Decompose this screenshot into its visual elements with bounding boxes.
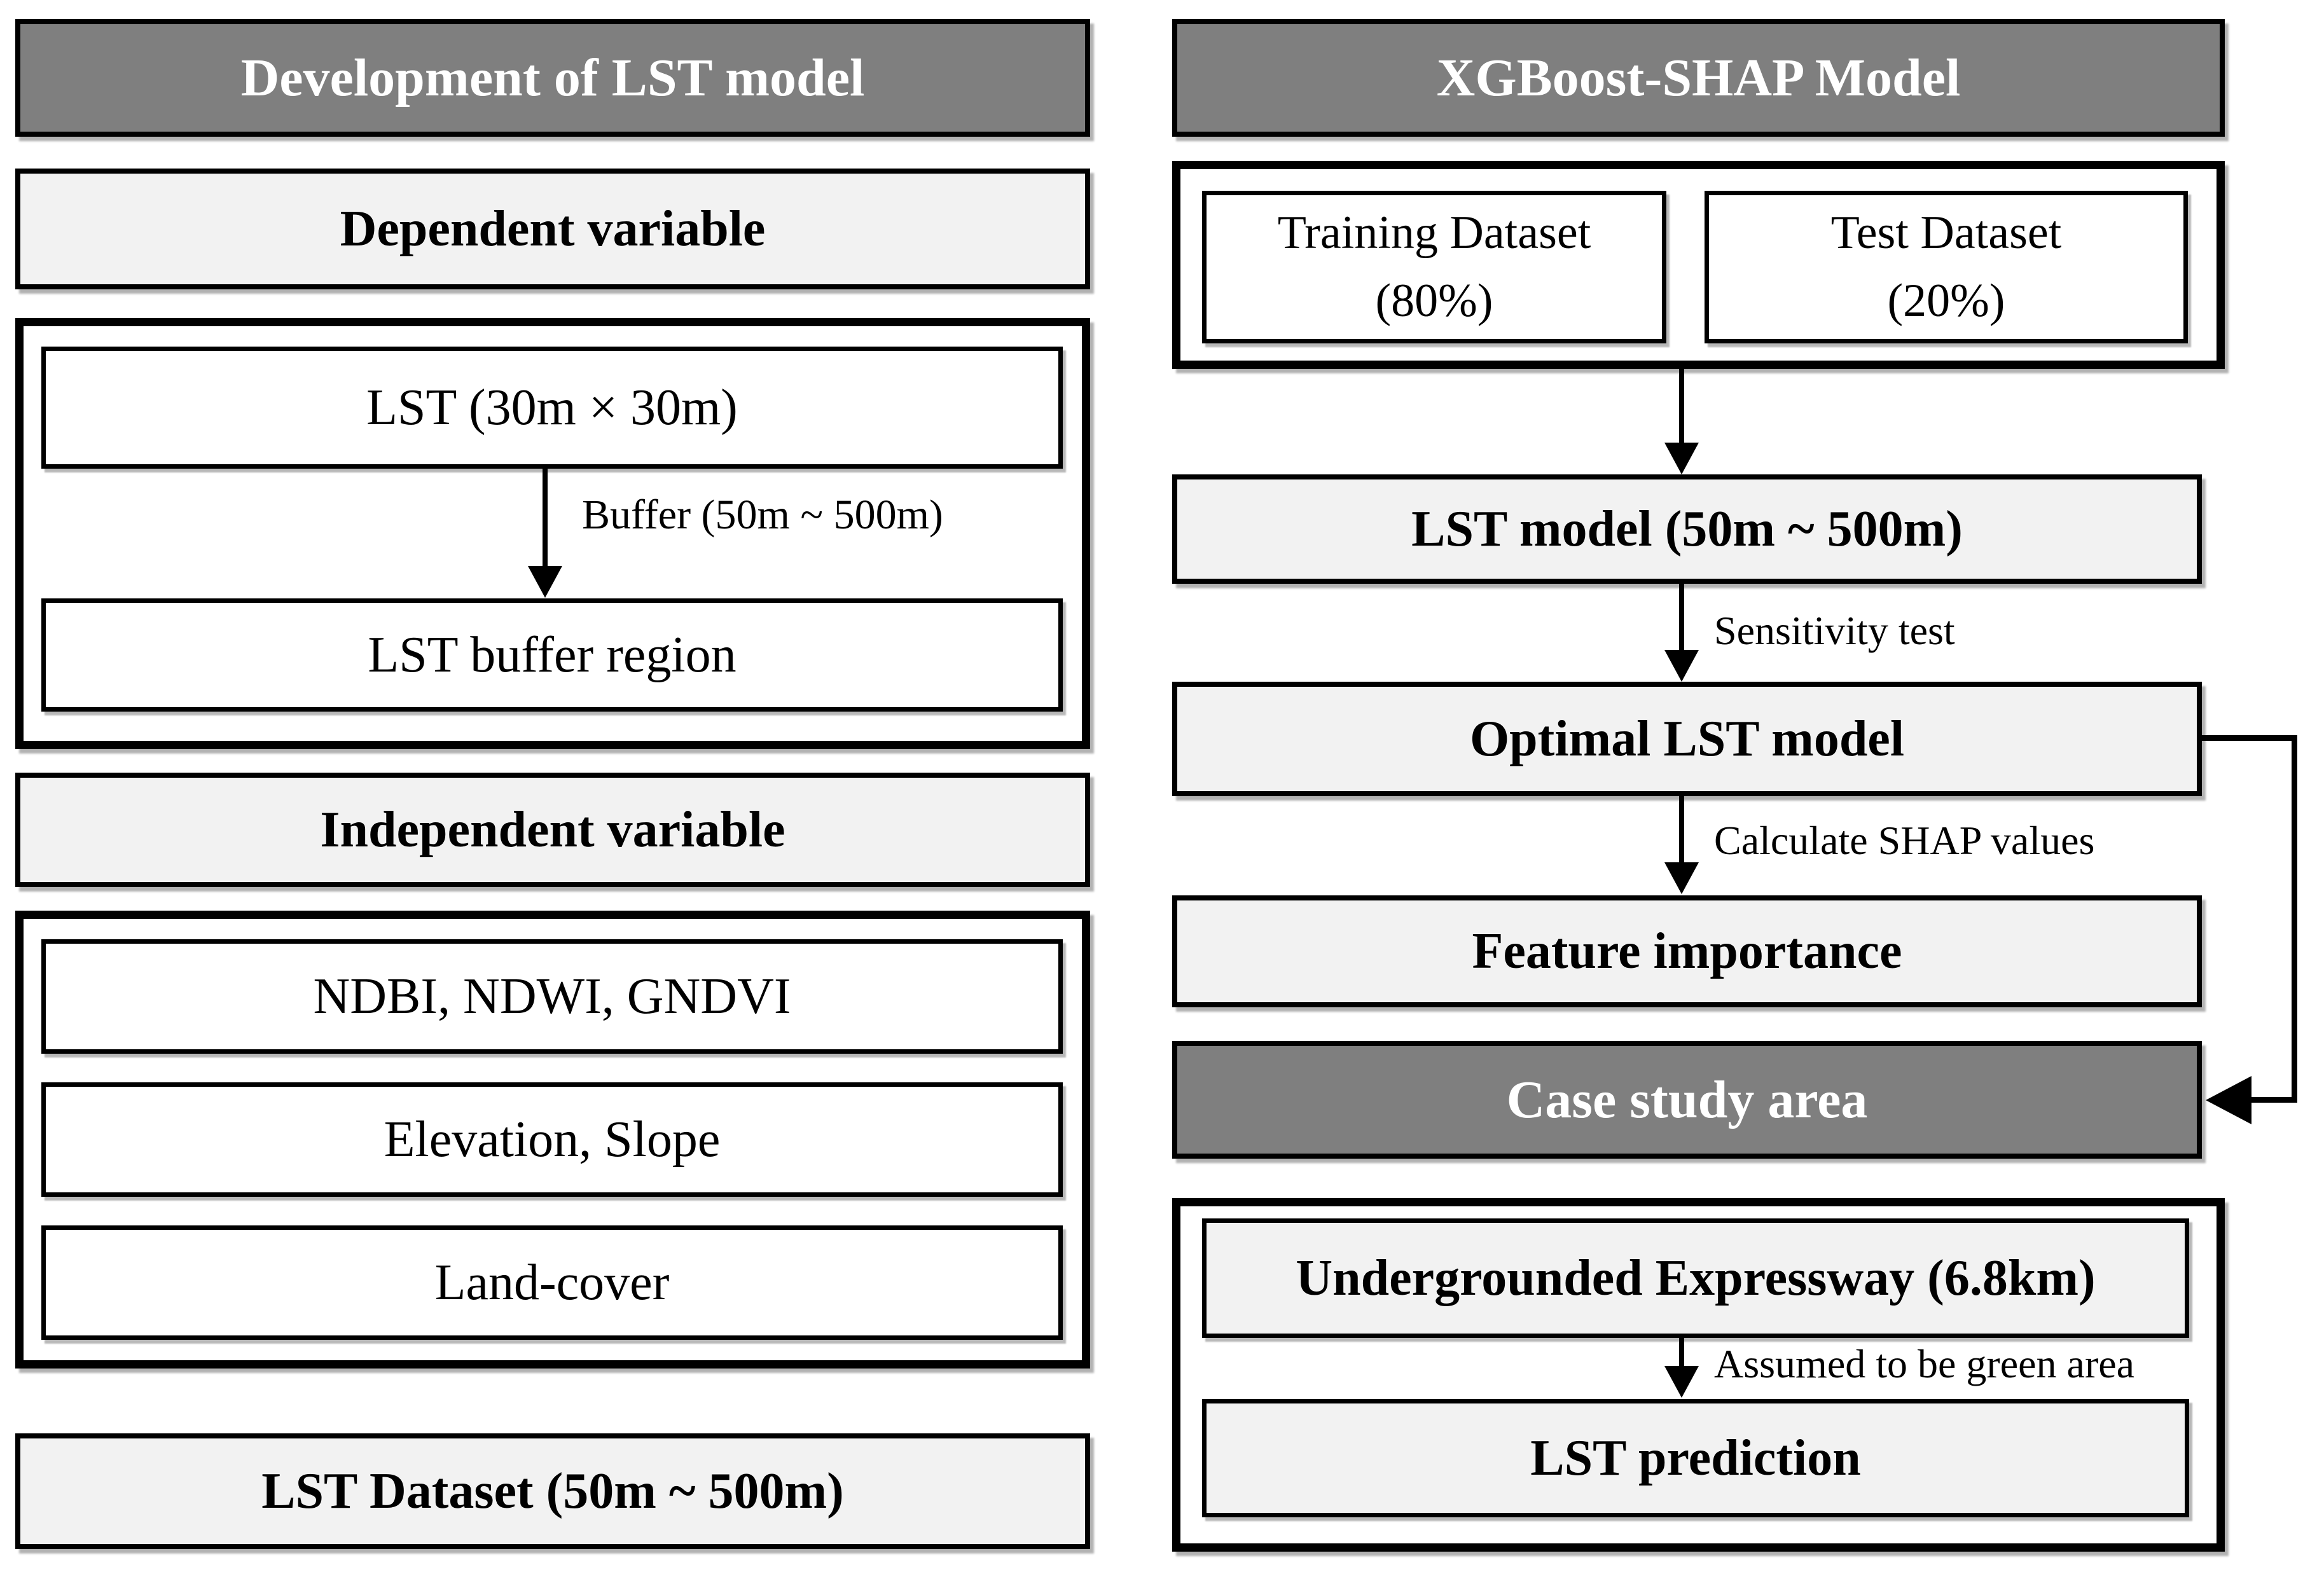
elevation-slope-box: Elevation, Slope (41, 1082, 1063, 1197)
green-area-arrow-stem (1679, 1338, 1684, 1370)
green-area-arrow-label: Assumed to be green area (1714, 1341, 2135, 1386)
shap-arrow-down-icon (1664, 862, 1699, 894)
split-to-model-arrow-down-icon (1664, 443, 1699, 474)
header-development-lst-model: Development of LST model (15, 19, 1090, 137)
buffer-arrow-label: Buffer (50m ~ 500m) (582, 492, 943, 538)
lst-model-box: LST model (50m ~ 500m) (1172, 474, 2202, 584)
sensitivity-arrow-label: Sensitivity test (1714, 608, 1955, 653)
sensitivity-arrow-stem (1679, 584, 1684, 655)
loop-connector-vertical-segment (2292, 735, 2297, 1103)
shap-arrow-label: Calculate SHAP values (1714, 818, 2095, 863)
optimal-lst-model-box: Optimal LST model (1172, 682, 2202, 796)
split-to-model-arrow-stem (1679, 369, 1684, 445)
dependent-variable-label: Dependent variable (15, 169, 1090, 289)
lst-buffer-region-box: LST buffer region (41, 598, 1063, 712)
lst-dataset-label: LST Dataset (50m ~ 500m) (15, 1433, 1090, 1549)
feature-importance-box: Feature importance (1172, 895, 2202, 1007)
land-cover-box: Land-cover (41, 1225, 1063, 1340)
case-study-area-header: Case study area (1172, 1041, 2202, 1159)
training-dataset-box: Training Dataset (80%) (1202, 191, 1666, 343)
buffer-arrow-down-icon (528, 566, 562, 598)
loop-connector-left-arrow-icon (2206, 1076, 2251, 1124)
loop-connector-bottom-segment (2250, 1097, 2297, 1103)
lst-30m-box: LST (30m × 30m) (41, 347, 1063, 469)
undergrounded-expressway-box: Undergrounded Expressway (6.8km) (1202, 1218, 2189, 1338)
ndbi-ndwi-gndvi-box: NDBI, NDWI, GNDVI (41, 939, 1063, 1054)
test-dataset-box: Test Dataset (20%) (1705, 191, 2188, 343)
buffer-arrow-stem (543, 469, 548, 569)
lst-prediction-box: LST prediction (1202, 1399, 2189, 1517)
independent-variable-label: Independent variable (15, 773, 1090, 887)
shap-arrow-stem (1679, 796, 1684, 866)
sensitivity-arrow-down-icon (1664, 650, 1699, 682)
green-area-arrow-down-icon (1664, 1366, 1699, 1398)
header-xgboost-shap-model: XGBoost-SHAP Model (1172, 19, 2225, 137)
loop-connector-top-segment (2202, 735, 2297, 741)
